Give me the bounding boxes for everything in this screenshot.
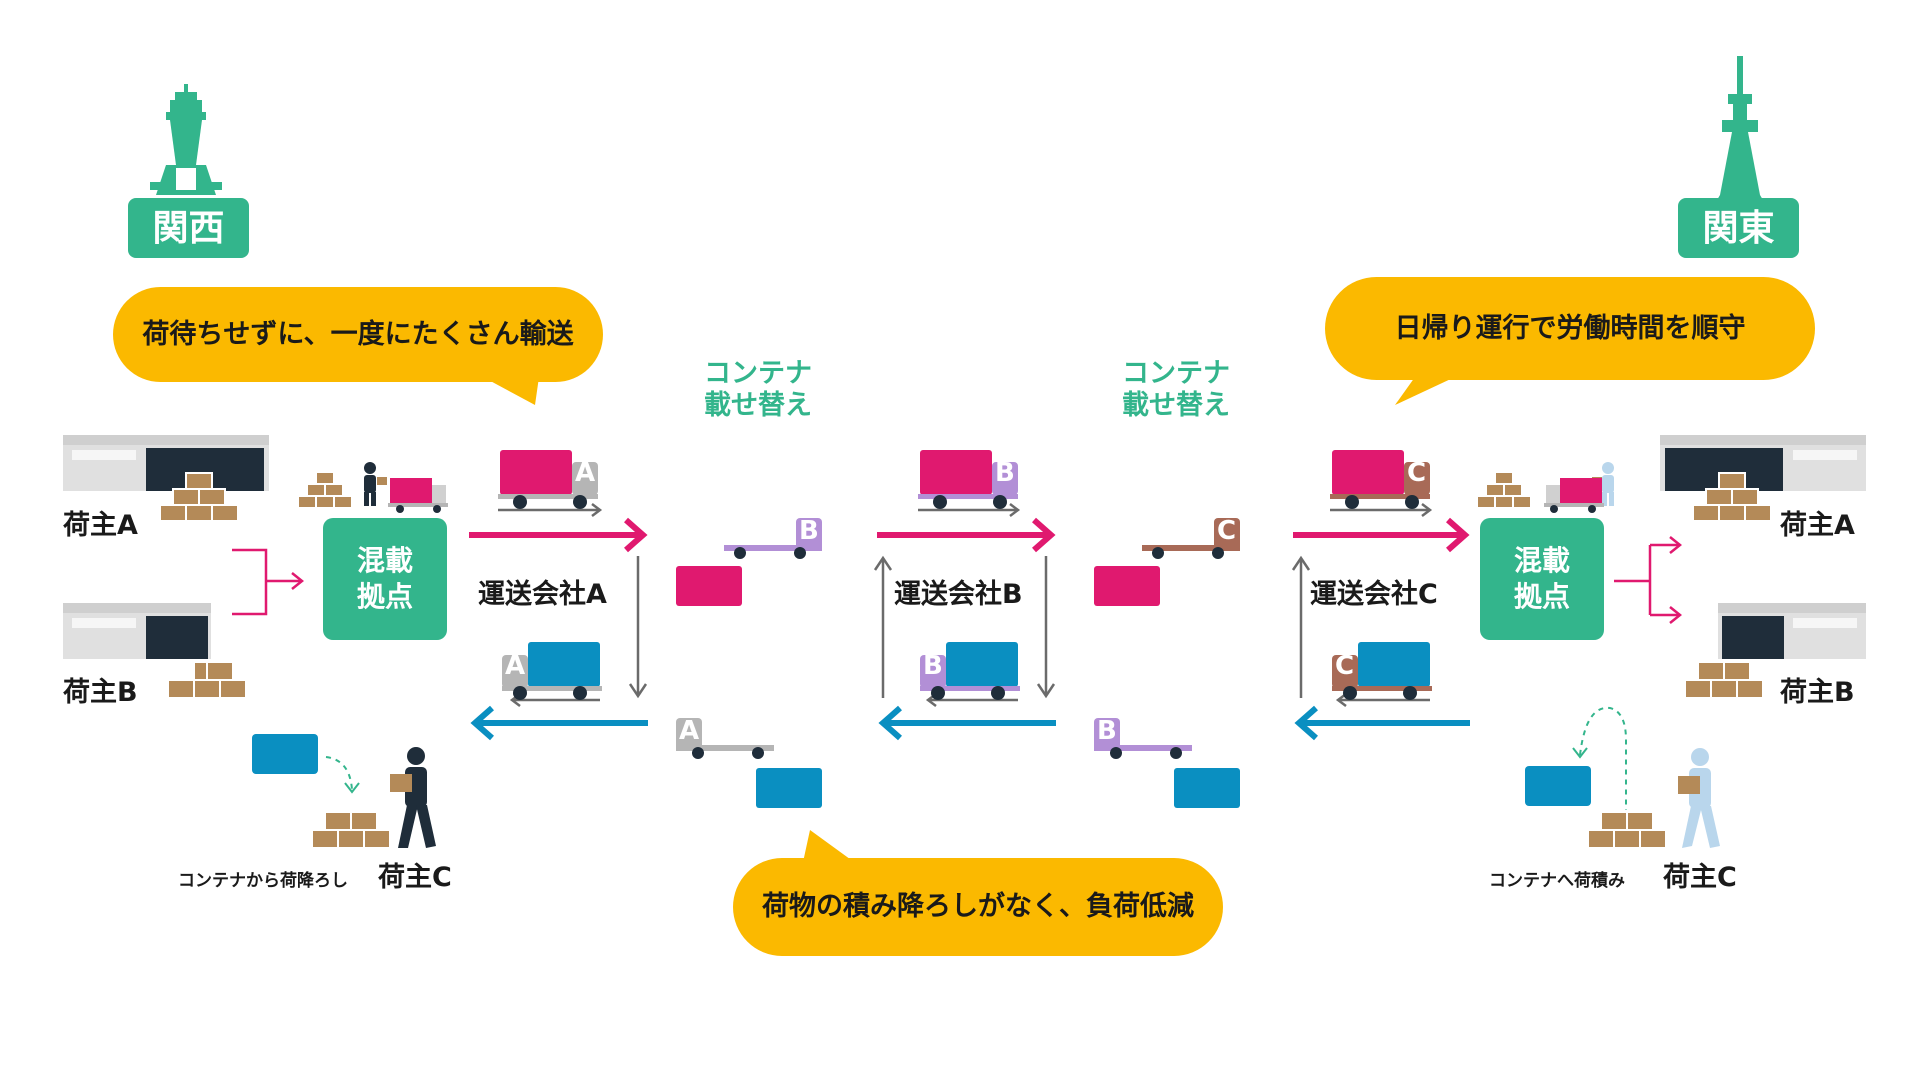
container-west-c <box>252 734 318 774</box>
truck-c-outbound <box>1330 450 1430 509</box>
cargo-boxes-west-c <box>311 811 391 849</box>
truck-letter-c-out: C <box>1407 458 1427 488</box>
cargo-boxes-west-b <box>167 661 247 699</box>
mini-truck-west <box>388 478 448 513</box>
truck-letter-b-out: B <box>995 458 1015 488</box>
relay-label-right: 中継地点 <box>1116 623 1229 656</box>
truck-c-return <box>1332 642 1432 700</box>
note-load: コンテナへ荷積み <box>1489 871 1625 891</box>
unload-dashed-arrow <box>325 756 353 791</box>
consolidation-hub-west: 混載 拠点 <box>323 518 447 640</box>
container-swap-label-right: コンテナ 載せ替え <box>1122 358 1230 421</box>
relay-right-contents <box>1094 463 1240 808</box>
tsutenkaku-tower-icon <box>150 84 222 195</box>
carrier-label-c: 運送会社C <box>1310 579 1438 610</box>
shipper-east-b: 荷主B <box>1780 677 1855 708</box>
truck-letter-c-ret: C <box>1335 651 1355 681</box>
carrier-label-a: 運送会社A <box>478 579 607 610</box>
truck-letter-a-ret: A <box>505 651 526 681</box>
worker-west-c-icon <box>390 747 436 848</box>
hub-label-west: 混載 拠点 <box>356 544 413 613</box>
truck-letter-b-ret: B <box>923 651 943 681</box>
warehouse-west-a <box>63 435 269 491</box>
warehouse-east-a <box>1660 435 1866 491</box>
region-badge-west: 関西 <box>128 198 249 258</box>
load-dashed-arrowhead <box>1572 747 1588 759</box>
region-badge-east: 関東 <box>1678 198 1799 258</box>
merge-arrows-west <box>232 548 305 616</box>
cargo-boxes-west-hub <box>297 471 353 509</box>
cargo-boxes-east-c <box>1587 811 1667 849</box>
worker-west-hub-icon <box>364 462 387 506</box>
route-arrows <box>469 517 1470 741</box>
load-dashed-curve <box>1579 706 1627 810</box>
shipper-east-a: 荷主A <box>1780 510 1855 541</box>
shipper-west-a: 荷主A <box>63 510 138 541</box>
warehouse-east-b <box>1718 603 1866 659</box>
note-unload: コンテナから荷降ろし <box>178 871 348 891</box>
warehouse-west-b <box>63 603 211 659</box>
hub-label-east: 混載 拠点 <box>1513 544 1570 613</box>
truck-a-return <box>502 642 602 700</box>
relay-left-contents <box>676 463 822 808</box>
relay-label-left: 中継地点 <box>698 623 811 656</box>
cargo-boxes-east-hub <box>1476 471 1532 509</box>
relay-truck-letter-b-right: B <box>1097 716 1117 746</box>
relay-truck-letter-b-left: B <box>799 516 819 546</box>
benefit-bubble-bottom: 荷物の積み降ろしがなく、負荷低減 <box>733 858 1223 956</box>
mini-truck-east <box>1544 478 1604 513</box>
grey-direction-arrows <box>628 555 1311 699</box>
shipper-west-c: 荷主C <box>378 862 452 893</box>
relay-truck-letter-a-left: A <box>679 716 700 746</box>
cargo-boxes-west-a <box>159 472 239 522</box>
consolidation-hub-east: 混載 拠点 <box>1480 518 1604 640</box>
benefit-bubble-east: 日帰り運行で労働時間を順守 <box>1325 277 1815 380</box>
benefit-bubble-west: 荷待ちせずに、一度にたくさん輸送 <box>113 287 603 382</box>
split-arrows-east <box>1614 536 1683 624</box>
shipper-east-c: 荷主C <box>1663 862 1737 893</box>
container-east-c <box>1525 766 1591 806</box>
cargo-boxes-east-b <box>1684 661 1764 699</box>
container-swap-label-left: コンテナ 載せ替え <box>704 358 812 421</box>
cargo-boxes-east-a <box>1692 472 1772 522</box>
truck-b-outbound <box>918 450 1018 509</box>
worker-east-c-icon <box>1678 748 1720 848</box>
shipper-west-b: 荷主B <box>63 677 138 708</box>
truck-a-outbound <box>498 450 598 509</box>
unload-dashed-arrowhead <box>344 782 360 794</box>
relay-truck-letter-c-right: C <box>1217 516 1237 546</box>
carrier-label-b: 運送会社B <box>894 579 1023 610</box>
truck-b-return <box>920 642 1020 700</box>
truck-letter-a-out: A <box>575 458 596 488</box>
skytree-tower-icon <box>1714 56 1766 205</box>
